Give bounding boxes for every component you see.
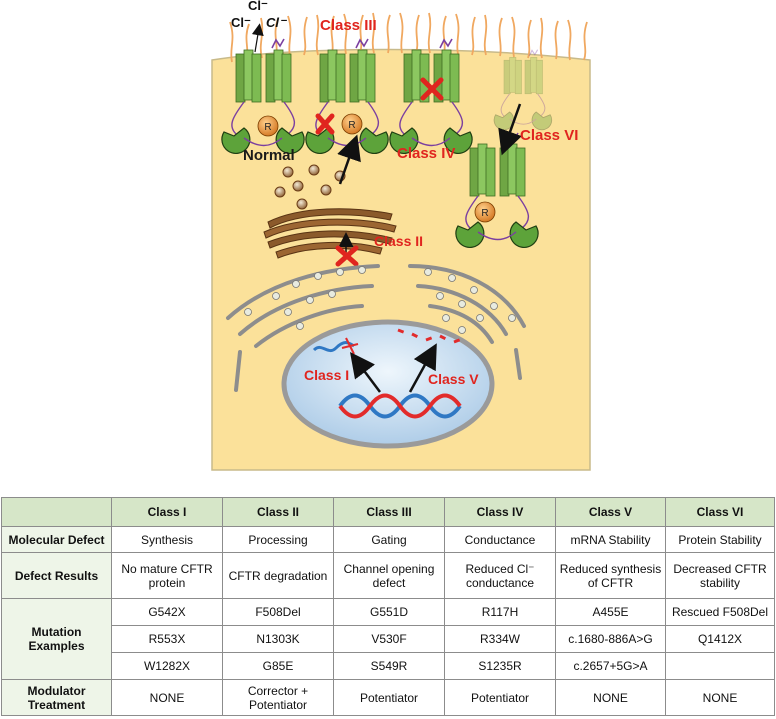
table-cell: Potentiator: [333, 679, 445, 716]
table-cell: G551D: [333, 598, 445, 626]
table-cell: V530F: [333, 625, 445, 653]
row-label-molecular-defect: Molecular Defect: [1, 526, 112, 553]
cftr-channel-normal: R: [221, 38, 305, 155]
label-class-ii: Class II: [374, 233, 423, 249]
table-cell: NONE: [665, 679, 775, 716]
svg-text:Cl⁻: Cl⁻: [231, 15, 251, 30]
table-row: W1282X G85E S549R S1235R c.2657+5G>A: [2, 652, 775, 680]
table-header-row: Class I Class II Class III Class IV Clas…: [1, 497, 775, 527]
vesicles: [274, 164, 346, 210]
table-row: Mutation Examples G542X F508Del G551D R1…: [1, 598, 775, 680]
cftr-cell-diagram: R R R Cl⁻ Cl⁻ Cl⁻: [211, 0, 591, 471]
table-cell: c.2657+5G>A: [555, 652, 666, 680]
label-class-iv: Class IV: [397, 145, 455, 162]
table-cell: R117H: [444, 598, 556, 626]
header-class-iii: Class III: [333, 497, 445, 527]
table-cell: Processing: [222, 526, 334, 553]
arrow-class-vi: [498, 103, 522, 156]
table-cell: S1235R: [444, 652, 556, 680]
header-class-v: Class V: [555, 497, 666, 527]
r-domain-icon: [474, 201, 496, 223]
table-cell: R553X: [111, 625, 223, 653]
table-cell: Conductance: [444, 526, 556, 553]
table-cell: [665, 652, 775, 680]
svg-text:Cl⁻: Cl⁻: [248, 0, 268, 13]
table-cell: N1303K: [222, 625, 334, 653]
r-domain-icon: [257, 115, 279, 137]
table-cell: NONE: [111, 679, 223, 716]
table-cell: Channel opening defect: [333, 552, 445, 599]
table-cell: No mature CFTR protein: [111, 552, 223, 599]
cftr-channel-class-iv: [389, 38, 473, 155]
arrow-dna-to-mrna-v: [408, 343, 437, 393]
svg-text:R: R: [348, 120, 355, 131]
arrow-dna-to-mrna-i: [350, 352, 381, 393]
stop-cross-icon: [341, 337, 359, 355]
header-class-vi: Class VI: [665, 497, 775, 527]
cftr-channel-class-iii: R: [305, 38, 389, 155]
cftr-defect-table: Class I Class II Class III Class IV Clas…: [1, 497, 775, 716]
table-cell: R334W: [444, 625, 556, 653]
label-class-i: Class I: [304, 367, 349, 383]
row-label-mutation-examples: Mutation Examples: [1, 598, 112, 680]
table-cell: F508Del: [222, 598, 334, 626]
header-empty: [1, 497, 112, 527]
table-cell: G85E: [222, 652, 334, 680]
blocked-x-icon: [315, 113, 335, 135]
arrow-golgi-to-membrane: [337, 134, 361, 185]
label-normal: Normal: [243, 147, 295, 164]
svg-text:R: R: [481, 208, 488, 219]
table-row: R553X N1303K V530F R334W c.1680-886A>G Q…: [2, 625, 775, 653]
table-cell: Protein Stability: [665, 526, 775, 553]
table-cell: Q1412X: [665, 625, 775, 653]
header-class-ii: Class II: [222, 497, 334, 527]
blocked-x-icon: [335, 245, 359, 267]
dna-double-helix: [338, 393, 462, 419]
svg-text:Cl⁻: Cl⁻: [266, 15, 288, 30]
table-row: Molecular Defect Synthesis Processing Ga…: [1, 526, 775, 553]
row-label-defect-results: Defect Results: [1, 552, 112, 599]
ribosomes: [244, 266, 516, 334]
table-cell: Rescued F508Del: [665, 598, 775, 626]
chloride-flux: Cl⁻ Cl⁻ Cl⁻: [231, 0, 288, 53]
table-cell: S549R: [333, 652, 445, 680]
table-row: Defect Results No mature CFTR protein CF…: [1, 552, 775, 599]
table-cell: Potentiator: [444, 679, 556, 716]
cftr-channel-class-vi: R: [455, 132, 539, 249]
blocked-x-icon: [420, 77, 444, 101]
table-row: Modulator Treatment NONE Corrector + Pot…: [1, 679, 775, 716]
table-cell: Gating: [333, 526, 445, 553]
table-cell: Decreased CFTR stability: [665, 552, 775, 599]
header-class-iv: Class IV: [444, 497, 556, 527]
table-cell: Corrector + Potentiator: [222, 679, 334, 716]
table-cell: c.1680-886A>G: [555, 625, 666, 653]
mrna-unstable: [397, 328, 463, 344]
row-label-modulator-treatment: Modulator Treatment: [1, 679, 112, 716]
label-class-vi: Class VI: [520, 127, 578, 144]
table-cell: W1282X: [111, 652, 223, 680]
svg-text:R: R: [264, 122, 271, 133]
table-cell: G542X: [111, 598, 223, 626]
label-class-iii: Class III: [320, 17, 377, 34]
table-cell: A455E: [555, 598, 666, 626]
label-class-v: Class V: [428, 371, 479, 387]
r-domain-icon: [341, 113, 363, 135]
table-cell: Reduced Cl⁻ conductance: [444, 552, 556, 599]
table-cell: Reduced synthesis of CFTR: [555, 552, 666, 599]
microvilli: [229, 12, 588, 63]
table-cell: NONE: [555, 679, 666, 716]
header-class-i: Class I: [111, 497, 223, 527]
table-cell: Synthesis: [111, 526, 223, 553]
table-cell: CFTR degradation: [222, 552, 334, 599]
table-cell: mRNA Stability: [555, 526, 666, 553]
